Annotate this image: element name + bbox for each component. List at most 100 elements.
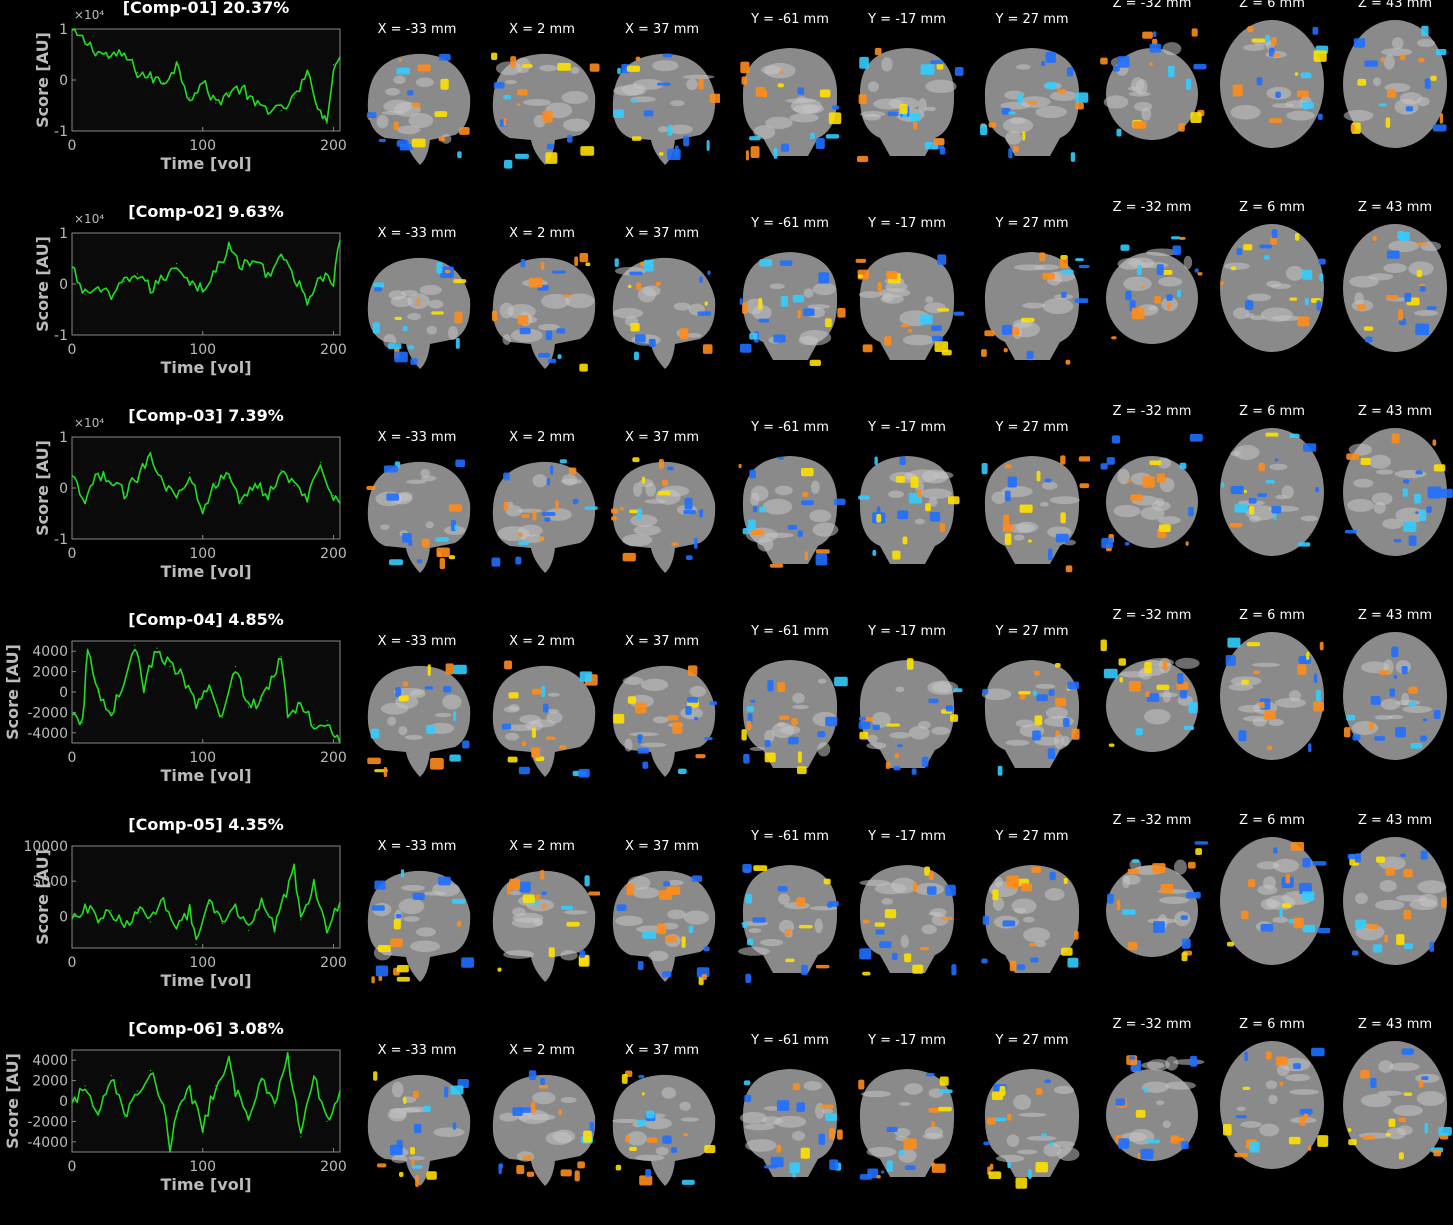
brain-texture	[1000, 101, 1031, 110]
data-point	[339, 742, 341, 744]
activation-blob	[1343, 727, 1351, 738]
brain-texture	[565, 293, 595, 309]
slice-coordinate-label: X = 37 mm	[624, 430, 700, 445]
activation-blob	[1193, 63, 1207, 70]
activation-blob	[1049, 1141, 1054, 1146]
activation-blob	[538, 1084, 549, 1089]
brain-texture	[666, 879, 684, 886]
activation-blob	[789, 1162, 800, 1174]
brain-texture	[1006, 1134, 1020, 1147]
activation-blob	[743, 753, 750, 764]
activation-blob	[1055, 533, 1069, 543]
activation-blob	[777, 682, 786, 693]
data-point	[326, 719, 328, 722]
activation-blob	[1042, 272, 1055, 280]
data-point	[149, 76, 152, 79]
activation-blob	[746, 706, 754, 712]
activation-blob	[792, 294, 805, 303]
activation-blob	[1031, 866, 1042, 873]
brain-texture	[509, 890, 522, 896]
data-point	[234, 905, 237, 907]
brain-texture	[415, 77, 434, 88]
activation-blob	[752, 505, 758, 513]
activation-blob	[1238, 730, 1247, 742]
x-tick-label: 200	[320, 955, 347, 971]
brain-texture	[1265, 1080, 1278, 1089]
brain-texture	[789, 113, 819, 123]
activation-blob	[796, 766, 807, 775]
data-point	[208, 903, 210, 905]
brain-texture	[900, 935, 909, 948]
activation-blob	[516, 103, 521, 107]
brain-slice-image	[1220, 632, 1325, 760]
activation-blob	[585, 262, 591, 267]
brain-texture	[1272, 916, 1289, 924]
brain-texture	[632, 482, 643, 497]
data-point	[136, 273, 138, 275]
activation-blob	[1317, 927, 1330, 934]
brain-texture	[1158, 516, 1181, 525]
activation-blob	[1247, 26, 1254, 33]
y-exponent-label: ×10⁴	[74, 8, 104, 22]
brain-texture	[1371, 492, 1393, 506]
activation-blob	[615, 1164, 622, 1171]
activation-blob	[685, 555, 693, 560]
activation-blob	[999, 1086, 1006, 1096]
activation-blob	[574, 256, 579, 267]
brain-slice-image	[1343, 224, 1447, 352]
y-axis-label: Score [AU]	[33, 236, 52, 332]
activation-blob	[634, 334, 646, 343]
activation-blob	[1152, 863, 1166, 873]
brain-slice-image	[492, 1070, 596, 1186]
y-exponent-label: ×10⁴	[74, 416, 104, 430]
activation-blob	[776, 1144, 782, 1153]
brain-texture	[1265, 895, 1296, 911]
brain-slice-image	[610, 457, 716, 573]
data-point	[293, 484, 295, 487]
activation-blob	[518, 532, 523, 537]
activation-blob	[1136, 264, 1142, 276]
data-point	[149, 921, 152, 923]
activation-blob	[584, 875, 590, 887]
slice-coordinate-label: Y = 27 mm	[995, 1033, 1069, 1048]
activation-blob	[1264, 34, 1271, 42]
activation-blob	[431, 311, 444, 315]
brain-outline	[1106, 865, 1198, 957]
activation-blob	[933, 138, 945, 145]
brain-texture	[931, 726, 951, 735]
brain-texture	[1236, 1106, 1246, 1112]
activation-blob	[448, 504, 462, 512]
brain-texture	[1113, 504, 1141, 518]
activation-blob	[1183, 725, 1195, 731]
activation-blob	[916, 489, 922, 498]
brain-texture	[1276, 1063, 1290, 1077]
activation-blob	[1160, 883, 1174, 894]
activation-blob	[537, 352, 551, 358]
brain-slice-image	[858, 1069, 955, 1180]
activation-blob	[531, 688, 542, 695]
brain-texture	[1300, 515, 1318, 522]
activation-blob	[1016, 964, 1026, 971]
activation-blob	[1391, 646, 1399, 658]
brain-texture	[1158, 276, 1183, 287]
data-point	[202, 1125, 204, 1128]
activation-blob	[566, 921, 580, 927]
activation-blob	[983, 1141, 990, 1146]
brain-texture	[1285, 1074, 1311, 1082]
activation-blob	[1408, 701, 1417, 707]
activation-blob	[508, 692, 519, 699]
brain-texture	[780, 725, 801, 735]
x-tick-label: 100	[189, 955, 216, 971]
brain-texture	[405, 479, 427, 484]
brain-texture	[621, 533, 653, 547]
activation-blob	[1154, 295, 1161, 304]
brain-texture	[1230, 104, 1261, 120]
brain-texture	[680, 1117, 700, 1122]
brain-texture	[546, 711, 563, 724]
activation-blob	[743, 868, 751, 873]
brain-texture	[393, 75, 406, 85]
activation-blob	[393, 919, 401, 930]
brain-slice-image	[981, 252, 1090, 365]
